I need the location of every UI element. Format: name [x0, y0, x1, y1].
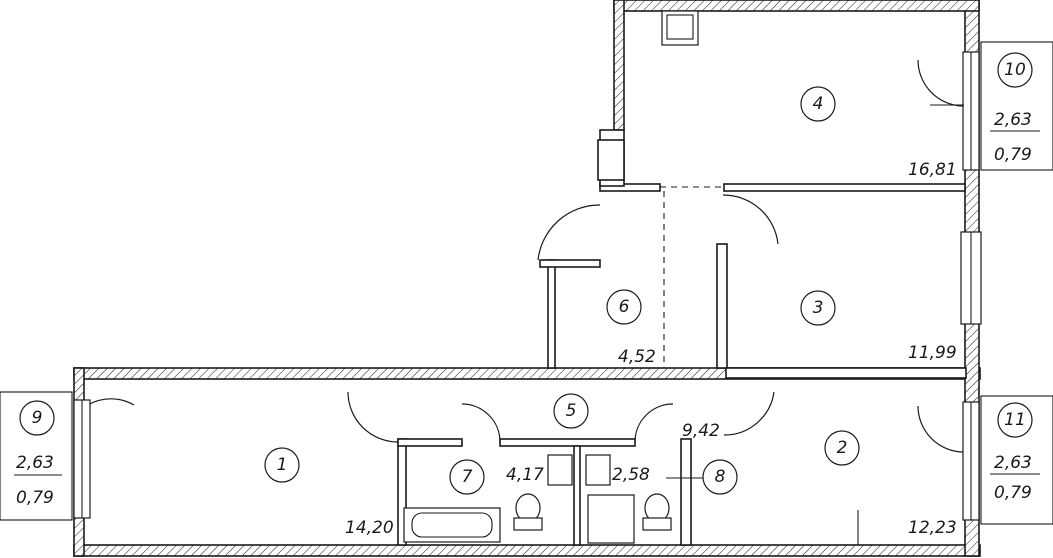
- room-number: 6: [619, 297, 630, 317]
- balcony-9: [0, 391, 73, 521]
- washbasin-8: [585, 454, 611, 486]
- room-6: 6 4,52: [606, 289, 656, 367]
- fixtures: [403, 10, 964, 545]
- balcony-11: [980, 395, 1053, 525]
- room-1: 1 14,20: [264, 447, 394, 538]
- room-area: 9,42: [682, 421, 720, 441]
- balcony-number: 9: [32, 408, 43, 428]
- room-5: 5 9,42: [553, 393, 720, 441]
- balcony-area: 2,63: [16, 453, 54, 473]
- doors: [87, 59, 965, 453]
- balcony-area: 2,63: [994, 110, 1032, 130]
- balconies: [0, 41, 1053, 525]
- room-7: 7 4,17: [449, 459, 544, 495]
- room-area: 11,99: [908, 343, 957, 363]
- room-number: 1: [277, 455, 288, 475]
- room-3: 3 11,99: [800, 290, 957, 363]
- room-number: 8: [715, 467, 726, 487]
- balcony-coefficient-area: 0,79: [16, 488, 54, 508]
- balcony-10-marker: 10 2,63 0,79: [990, 52, 1040, 165]
- shower-tray: [587, 494, 635, 544]
- room-number: 5: [566, 401, 577, 421]
- room-2: 2 12,23: [824, 430, 957, 538]
- room-number: 2: [837, 438, 848, 458]
- room-number: 7: [462, 467, 473, 487]
- balcony-number: 11: [1004, 410, 1026, 430]
- balcony-10: [980, 41, 1053, 171]
- room-4: 4 16,81: [800, 86, 957, 180]
- room-number: 4: [813, 94, 824, 114]
- room-number: 3: [813, 298, 824, 318]
- room-area: 4,52: [618, 347, 656, 367]
- room-8: 8 2,58: [612, 459, 738, 495]
- washbasin-7: [547, 454, 573, 486]
- room-area: 14,20: [345, 518, 394, 538]
- balcony-11-marker: 11 2,63 0,79: [990, 402, 1040, 503]
- balcony-area: 2,63: [994, 453, 1032, 473]
- room-area: 2,58: [612, 465, 650, 485]
- balcony-number: 10: [1004, 60, 1026, 80]
- windows: [73, 51, 982, 521]
- room-area: 16,81: [908, 160, 957, 180]
- balcony-9-marker: 9 2,63 0,79: [14, 400, 62, 508]
- room-area: 4,17: [506, 465, 544, 485]
- balcony-coefficient-area: 0,79: [994, 145, 1032, 165]
- room-area: 12,23: [908, 518, 957, 538]
- balcony-coefficient-area: 0,79: [994, 483, 1032, 503]
